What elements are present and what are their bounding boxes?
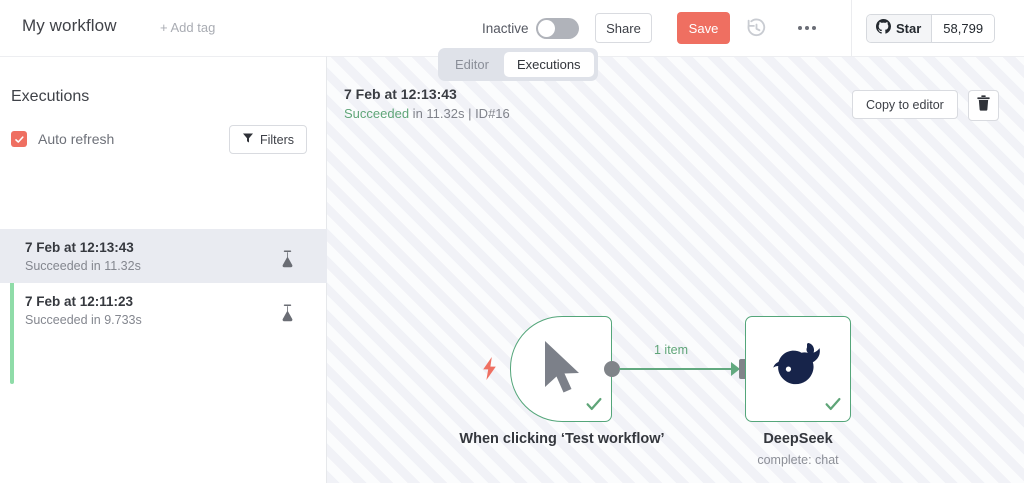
node-label-trigger: When clicking ‘Test workflow’ bbox=[459, 431, 665, 447]
connection-item-count-label: 1 item bbox=[654, 343, 689, 357]
share-button[interactable]: Share bbox=[595, 13, 652, 43]
execution-list-item-2[interactable]: 7 Feb at 12:11:23 Succeeded in 9.733s bbox=[0, 283, 327, 337]
node-deepseek[interactable] bbox=[745, 316, 851, 422]
tab-executions[interactable]: Executions bbox=[503, 52, 594, 77]
toggle-knob bbox=[538, 20, 555, 37]
workflow-title[interactable]: My workflow bbox=[22, 16, 117, 35]
execution-status-detail: in 11.32s | ID#16 bbox=[409, 106, 510, 121]
node-status-check-icon bbox=[824, 395, 842, 418]
flask-icon[interactable] bbox=[280, 304, 295, 327]
auto-refresh-checkbox[interactable] bbox=[11, 131, 27, 147]
github-icon bbox=[876, 19, 891, 37]
execution-header: 7 Feb at 12:13:43 Succeeded in 11.32s | … bbox=[344, 84, 510, 123]
github-star-button[interactable]: Star 58,799 bbox=[866, 13, 996, 43]
execution-list-item-1[interactable]: 7 Feb at 12:13:43 Succeeded in 11.32s bbox=[0, 229, 327, 283]
copy-to-editor-button[interactable]: Copy to editor bbox=[852, 90, 958, 119]
connection-arrow-icon bbox=[731, 362, 740, 376]
node-label-deepseek: DeepSeek bbox=[763, 431, 833, 447]
save-button[interactable]: Save bbox=[677, 12, 730, 44]
trash-icon bbox=[976, 95, 991, 116]
connection-line[interactable] bbox=[619, 368, 737, 371]
mouse-pointer-icon bbox=[541, 339, 585, 402]
node-subtitle-deepseek: complete: chat bbox=[757, 453, 839, 467]
sidebar-title: Executions bbox=[11, 88, 90, 105]
execution-date: 7 Feb at 12:13:43 bbox=[25, 240, 134, 255]
execution-status-word: Succeeded bbox=[344, 106, 410, 121]
executions-sidebar: Executions Auto refresh Filters 7 Feb at bbox=[0, 56, 327, 483]
execution-status-rail bbox=[10, 229, 14, 384]
delete-execution-button[interactable] bbox=[968, 90, 999, 121]
workflow-canvas[interactable]: 7 Feb at 12:13:43 Succeeded in 11.32s | … bbox=[327, 56, 1024, 483]
history-clock-icon[interactable] bbox=[746, 18, 767, 39]
node-output-port-trigger[interactable] bbox=[604, 361, 620, 377]
flask-icon[interactable] bbox=[280, 250, 295, 273]
github-star-count: 58,799 bbox=[931, 14, 995, 42]
github-star-left[interactable]: Star bbox=[867, 14, 932, 42]
execution-status: Succeeded in 11.32s bbox=[25, 259, 141, 273]
add-tag-button[interactable]: + Add tag bbox=[160, 20, 216, 35]
github-star-widget: Star 58,799 bbox=[851, 0, 996, 56]
activate-workflow-toggle[interactable] bbox=[536, 18, 579, 39]
execution-header-status: Succeeded in 11.32s | ID#16 bbox=[344, 104, 510, 123]
execution-status: Succeeded in 9.733s bbox=[25, 313, 142, 327]
tab-editor[interactable]: Editor bbox=[455, 57, 489, 72]
lightning-bolt-icon bbox=[482, 357, 497, 385]
node-status-check-icon bbox=[585, 395, 603, 418]
executions-list: 7 Feb at 12:13:43 Succeeded in 11.32s 7 … bbox=[0, 170, 327, 384]
more-horizontal-icon[interactable] bbox=[798, 22, 820, 34]
deepseek-whale-icon bbox=[772, 342, 826, 396]
view-tabs: Editor Executions bbox=[438, 48, 598, 81]
execution-date: 7 Feb at 12:11:23 bbox=[25, 294, 134, 309]
execution-header-date: 7 Feb at 12:13:43 bbox=[344, 86, 457, 102]
node-input-port-deepseek[interactable] bbox=[739, 359, 747, 379]
top-bar: My workflow + Add tag Inactive Share Sav… bbox=[0, 0, 1024, 56]
auto-refresh-toggle[interactable]: Auto refresh bbox=[11, 131, 114, 147]
node-when-clicking-test-workflow[interactable] bbox=[510, 316, 612, 422]
filters-button[interactable]: Filters bbox=[229, 125, 307, 154]
filters-label: Filters bbox=[259, 132, 295, 147]
activation-state-label: Inactive bbox=[482, 21, 529, 36]
github-star-label: Star bbox=[896, 20, 922, 36]
auto-refresh-label: Auto refresh bbox=[38, 131, 115, 147]
filter-funnel-icon bbox=[242, 132, 254, 147]
